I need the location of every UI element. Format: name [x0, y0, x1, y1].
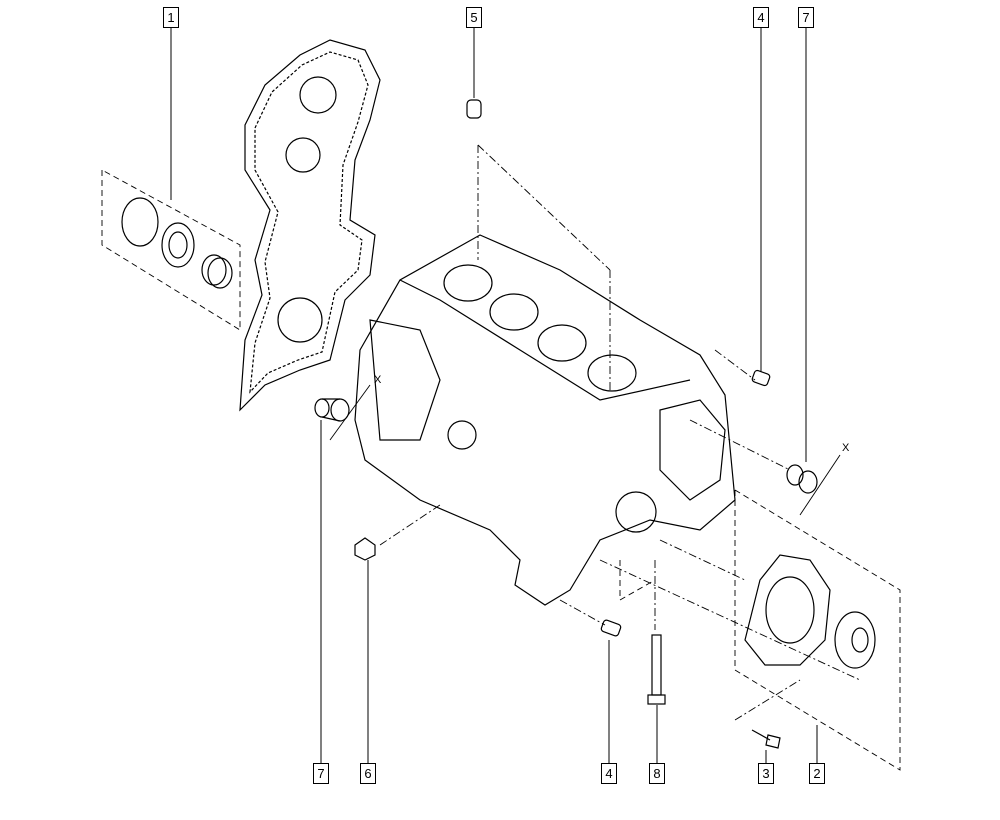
callout-8: 8	[649, 763, 665, 784]
leader-lines	[170, 28, 818, 765]
callout-4-top: 4	[753, 7, 769, 28]
rear-oil-seal	[834, 611, 876, 669]
bounding-dashed-boxes	[101, 169, 901, 771]
drain-plug	[354, 537, 376, 561]
callout-4-bottom: 4	[601, 763, 617, 784]
callout-1: 1	[163, 7, 179, 28]
dowel-pin-top	[466, 99, 482, 119]
callout-6: 6	[360, 763, 376, 784]
dimension-x-marks	[329, 384, 841, 516]
callout-5: 5	[466, 7, 482, 28]
dowel-pin-right	[751, 369, 771, 387]
dimension-label-left: X	[374, 374, 382, 386]
rear-seal-housing	[744, 554, 831, 666]
short-bolt	[751, 729, 781, 749]
dimension-label-right: X	[842, 442, 850, 454]
timing-cover-gasket	[239, 39, 381, 412]
bushing-right	[786, 464, 818, 494]
callout-7-bottom: 7	[313, 763, 329, 784]
callout-7-top: 7	[798, 7, 814, 28]
long-bolt	[647, 634, 666, 705]
assembly-lines	[379, 144, 861, 721]
front-seal-parts	[121, 197, 233, 289]
callout-3: 3	[758, 763, 774, 784]
engine-block	[354, 234, 736, 606]
dowel-pin-bottom	[600, 619, 622, 637]
callout-2: 2	[809, 763, 825, 784]
bushing-left	[314, 398, 350, 422]
